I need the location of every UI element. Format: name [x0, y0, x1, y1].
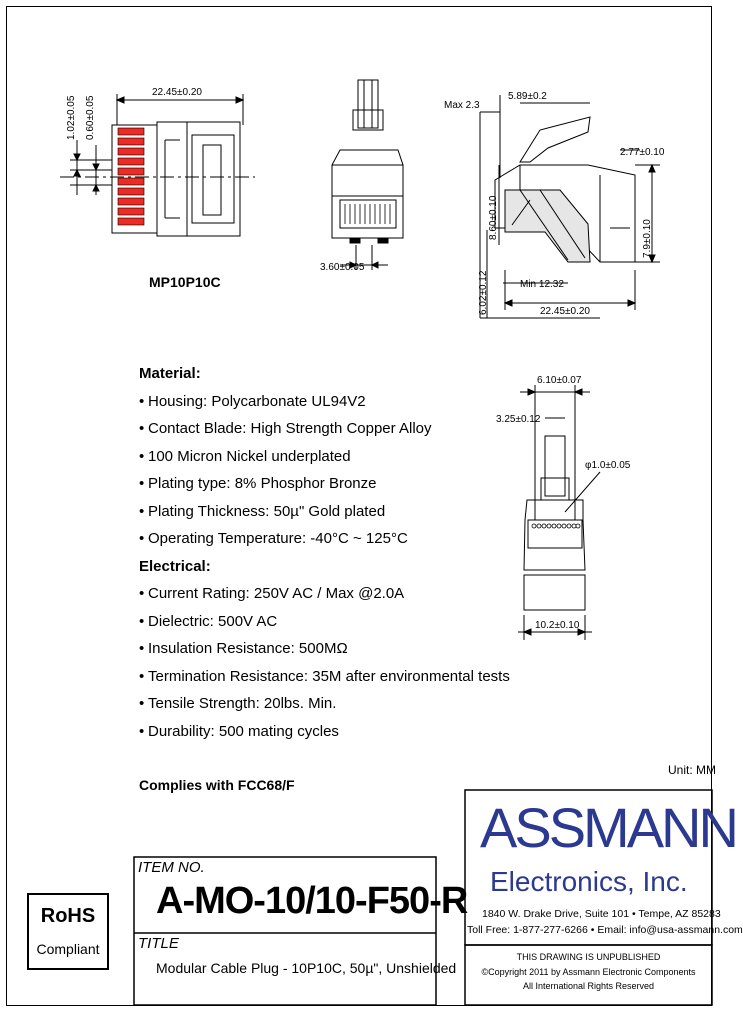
material-item: •Plating type: 8% Phosphor Bronze: [139, 475, 377, 492]
dim-side-bottom-left: 6.02±0.12: [478, 270, 489, 315]
material-item: •100 Micron Nickel underplated: [139, 447, 351, 465]
dim-bottom-view-width: 10.2±0.10: [535, 620, 580, 631]
company-subtitle: Electronics, Inc.: [490, 866, 688, 897]
company-address: 1840 W. Drake Drive, Suite 101 • Tempe, …: [482, 908, 721, 920]
material-item: •Operating Temperature: -40°C ~ 125°C: [139, 530, 408, 547]
item-label: ITEM NO.: [138, 859, 205, 876]
electrical-item: •Dielectric: 500V AC: [139, 612, 278, 630]
drawing-notice: THIS DRAWING IS UNPUBLISHED: [516, 952, 661, 962]
dim-overall-length-side: 22.45±0.20: [540, 306, 590, 317]
electrical-item: •Current Rating: 250V AC / Max @2.0A: [139, 585, 405, 602]
dim-hole: φ1.0±0.05: [585, 460, 631, 471]
electrical-item: •Insulation Resistance: 500MΩ: [139, 640, 348, 657]
electrical-title: Electrical:: [139, 557, 211, 575]
material-item: •Housing: Polycarbonate UL94V2: [139, 392, 366, 410]
electrical-item: •Tensile Strength: 20lbs. Min.: [139, 695, 337, 712]
rohs-badge: RoHS Compliant: [27, 893, 109, 970]
material-item: •Contact Blade: High Strength Copper All…: [139, 420, 432, 437]
technical-drawing: 22.45±0.20 1.02±0.05 0.60±0.05 3.60±0.05…: [60, 79, 713, 1006]
dim-pitch-b: 0.60±0.05: [85, 95, 96, 140]
item-title: Modular Cable Plug - 10P10C, 50µ", Unshi…: [156, 960, 457, 976]
material-title: Material:: [139, 365, 201, 382]
company-contact: Toll Free: 1-877-277-6266 • Email: info@…: [467, 924, 743, 936]
rohs-compliant: Compliant: [36, 941, 100, 957]
rights-line: All International Rights Reserved: [522, 981, 655, 991]
material-item: •Plating Thickness: 50µ" Gold plated: [139, 502, 386, 520]
dim-pitch-a: 1.02±0.05: [66, 95, 77, 140]
dim-side-a: 2.77±0.10: [620, 147, 665, 158]
top-view-plug: [60, 94, 255, 237]
title-block: [133, 789, 713, 1006]
electrical-item: •Termination Resistance: 35M after envir…: [139, 667, 510, 685]
electrical-item: •Durability: 500 mating cycles: [139, 722, 339, 740]
unit-label: Unit: MM: [668, 763, 716, 777]
dim-latch: 5.89±0.2: [508, 91, 547, 102]
rohs-title: RoHS: [40, 905, 96, 927]
dim-bottom-view-top: 6.10±0.07: [537, 375, 582, 386]
copyright-line: ©Copyright 2011 by Assmann Electronic Co…: [481, 967, 696, 977]
company-logo: ASSMANN: [480, 796, 739, 859]
dim-max: Max 2.3: [444, 100, 480, 111]
item-number: A-MO-10/10-F50-R: [156, 880, 468, 922]
specifications: Material: •Housing: Polycarbonate UL94V2…: [139, 360, 510, 745]
side-view-plug: [479, 95, 660, 319]
dim-overall-length-top: 22.45±0.20: [152, 87, 202, 98]
bottom-view-plug: [518, 385, 601, 640]
title-label: TITLE: [138, 935, 179, 952]
dim-side-height-left: 8.60±0.10: [488, 195, 499, 240]
dim-min: Min 12.32: [520, 279, 564, 290]
dim-side-height-right: 7.9±0.10: [642, 219, 653, 258]
dim-front-width: 3.60±0.05: [320, 262, 365, 273]
part-label: MP10P10C: [149, 274, 221, 290]
dim-bottom-view-a: 3.25±0.12: [496, 414, 541, 425]
complies-text: Complies with FCC68/F: [139, 777, 295, 793]
contacts: [117, 127, 145, 226]
front-view-plug: [331, 79, 404, 270]
